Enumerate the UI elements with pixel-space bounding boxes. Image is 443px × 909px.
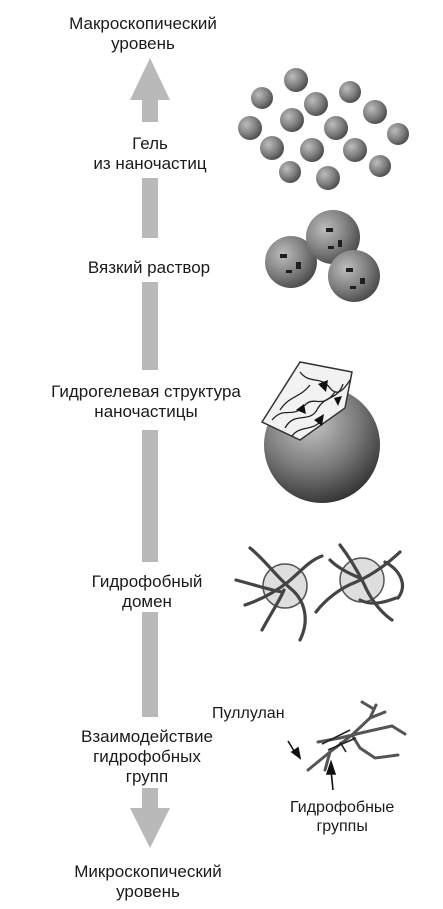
arrow-segment [142, 282, 158, 370]
label-viscous-solution: Вязкий раствор [88, 258, 210, 278]
arrow-head-down [130, 788, 170, 848]
arrow-segment [142, 178, 158, 238]
label-hydrophobic-domain: Гидрофобный домен [92, 572, 203, 612]
hydrogel-nanoparticle-illustration [262, 362, 380, 503]
viscous-solution-illustration [265, 210, 380, 302]
gel-particles-illustration [238, 68, 409, 190]
label-hydrophobic-interaction: Взаимодействие гидрофобных групп [81, 727, 213, 787]
annotation-hydrophobic-groups: Гидрофобные группы [290, 798, 394, 836]
hydrophobic-domain-illustration [236, 545, 402, 640]
label-gel-nanoparticles: Гель из наночастиц [93, 134, 206, 174]
hydrophobic-interaction-illustration [308, 702, 405, 770]
arrow-segment [142, 612, 158, 717]
annotation-pullulan: Пуллулан [212, 704, 285, 723]
label-hydrogel-structure: Гидрогелевая структура наночастицы [51, 382, 241, 422]
arrow-head-up [130, 58, 170, 122]
label-macroscopic-level: Макроскопический уровень [69, 14, 217, 54]
arrow-segment [142, 430, 158, 562]
label-microscopic-level: Микроскопический уровень [74, 862, 222, 902]
